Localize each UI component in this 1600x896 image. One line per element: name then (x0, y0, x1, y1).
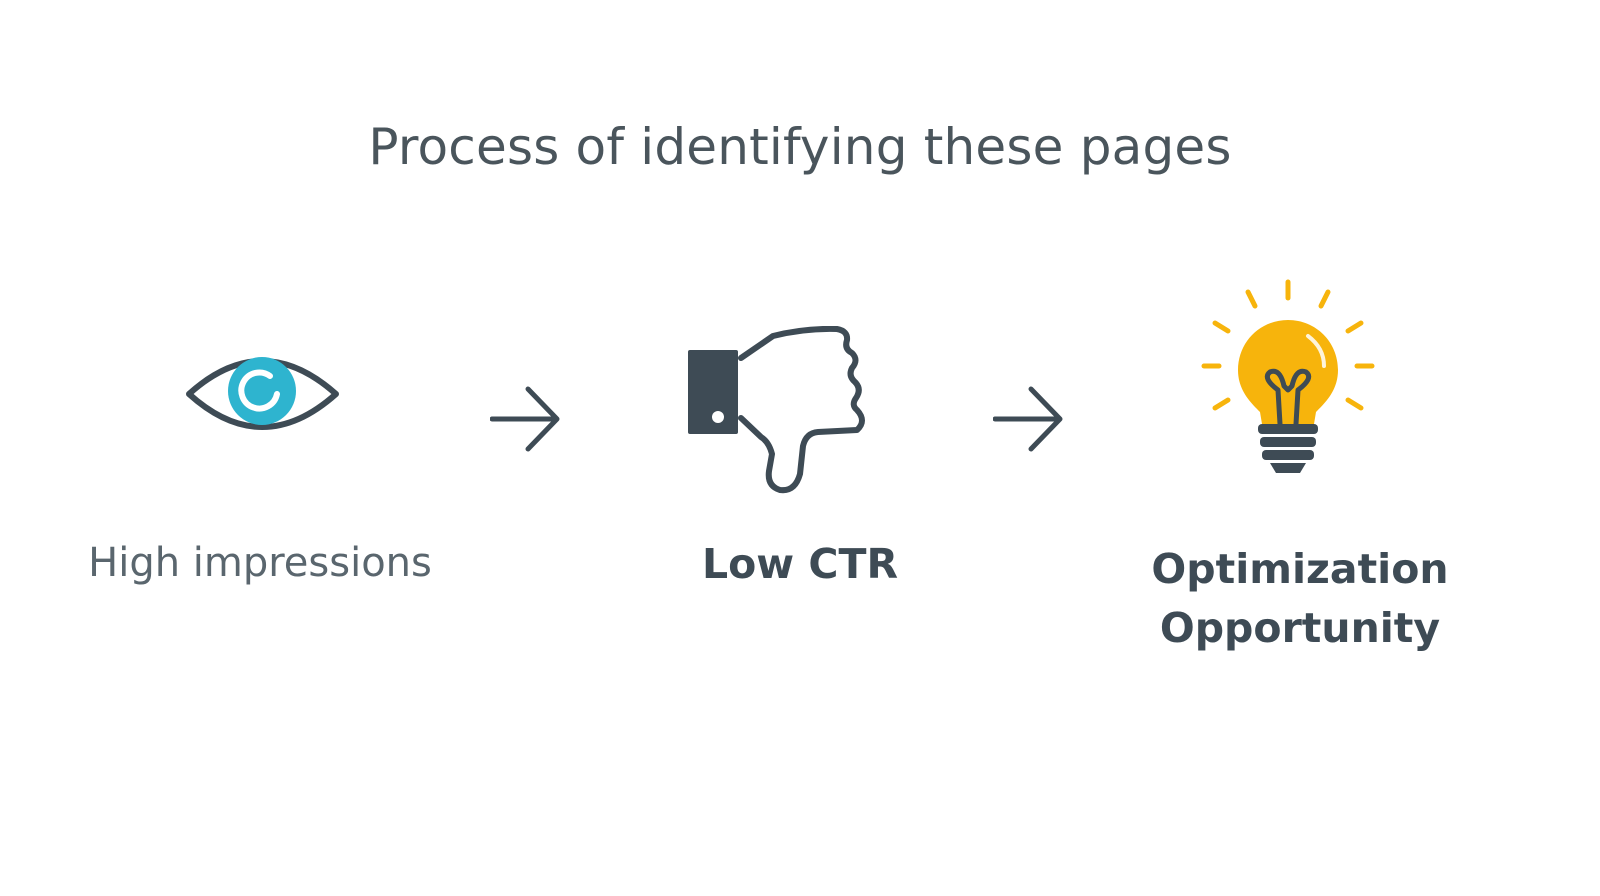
step-label-line: Opportunity (1159, 604, 1441, 652)
step-label-line: Optimization (1151, 545, 1449, 593)
step-label-low-ctr: Low CTR (701, 540, 899, 588)
page-title: Process of identifying these pages (368, 118, 1232, 176)
eye-icon (186, 357, 339, 430)
step-label-optimization-opportunity: Optimization Opportunity (1090, 540, 1510, 658)
lightbulb-icon (1201, 279, 1375, 473)
step-label-high-impressions: High impressions (88, 540, 432, 586)
thumbs-down-icon (688, 326, 865, 494)
arrow-right-icon (993, 386, 1063, 452)
arrow-right-icon (490, 386, 560, 452)
